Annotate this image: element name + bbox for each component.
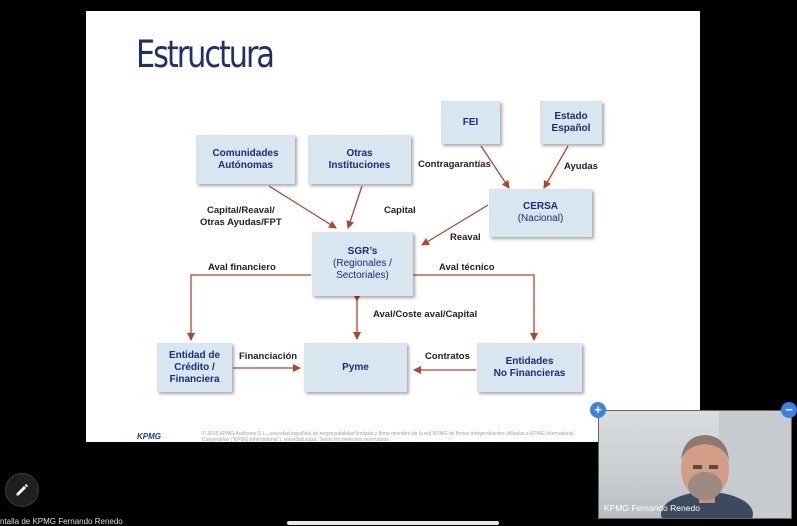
presentation-slide: Estructura Comunidades Autónomas Otras I… [86, 11, 700, 442]
bottom-scroll-indicator[interactable] [287, 521, 499, 525]
arrow-sgr-entidades-nofin [413, 274, 538, 341]
slide-title: Estructura [136, 33, 275, 76]
cersa-subtitle: (Nacional) [517, 213, 564, 224]
label-aval-financiero: Aval financiero [208, 262, 276, 273]
label-contratos: Contratos [425, 351, 470, 362]
label-capital: Capital [384, 205, 416, 216]
arrow-fei-cersa [480, 145, 510, 189]
arrow-sgr-entidad-credito [187, 274, 311, 341]
box-pyme: Pyme [304, 343, 407, 392]
label-contragarantias: Contragarantías [418, 159, 491, 170]
screen-share-caption: ntalla de KPMG Fernando Renedo [0, 517, 123, 526]
cersa-title: CERSA [522, 201, 558, 212]
box-cersa: CERSA (Nacional) [489, 189, 592, 237]
label-financiacion: Financiación [239, 351, 298, 362]
box-estado-espanol: Estado Español [540, 101, 602, 144]
sgr-title: SGR’s [347, 246, 378, 257]
box-otras-instituciones: Otras Instituciones [308, 135, 411, 184]
participant-video[interactable] [598, 410, 792, 519]
sgr-subtitle: (Regionales / Sectoriales) [333, 258, 392, 281]
slide-footer: © 2018 KPMG Auditores S.L., sociedad esp… [202, 431, 574, 442]
flow-arrows [187, 145, 569, 374]
arrow-comunidades-sgr [268, 185, 337, 229]
box-comunidades-autonomas: Comunidades Autónomas [196, 135, 295, 184]
label-capital-reaval: Capital/Reaval/ Otras Ayudas/FPT [200, 205, 282, 228]
box-entidad-credito: Entidad de Crédito / Financiera [157, 343, 232, 392]
kpmg-logo: KPMG [137, 432, 161, 441]
box-fei: FEI [441, 101, 500, 144]
participant-avatar [661, 411, 791, 518]
label-aval-coste-capital: Aval/Coste aval/Capital [373, 309, 478, 320]
plus-icon[interactable]: + [590, 402, 606, 418]
box-entidades-no-financieras: Entidades No Financieras [477, 343, 582, 392]
label-ayudas: Ayudas [564, 161, 598, 172]
minus-icon[interactable]: − [781, 402, 797, 418]
pencil-icon[interactable] [5, 473, 39, 507]
label-aval-tecnico: Aval técnico [439, 262, 495, 273]
arrow-cersa-sgr [421, 204, 489, 246]
box-sgr: SGR’s (Regionales / Sectoriales) [312, 232, 413, 296]
arrow-otras-sgr [346, 185, 363, 229]
label-reaval: Reaval [450, 232, 481, 243]
participant-name: KPMG Fernando Renedo [604, 503, 700, 513]
arrow-estado-cersa [543, 145, 569, 189]
